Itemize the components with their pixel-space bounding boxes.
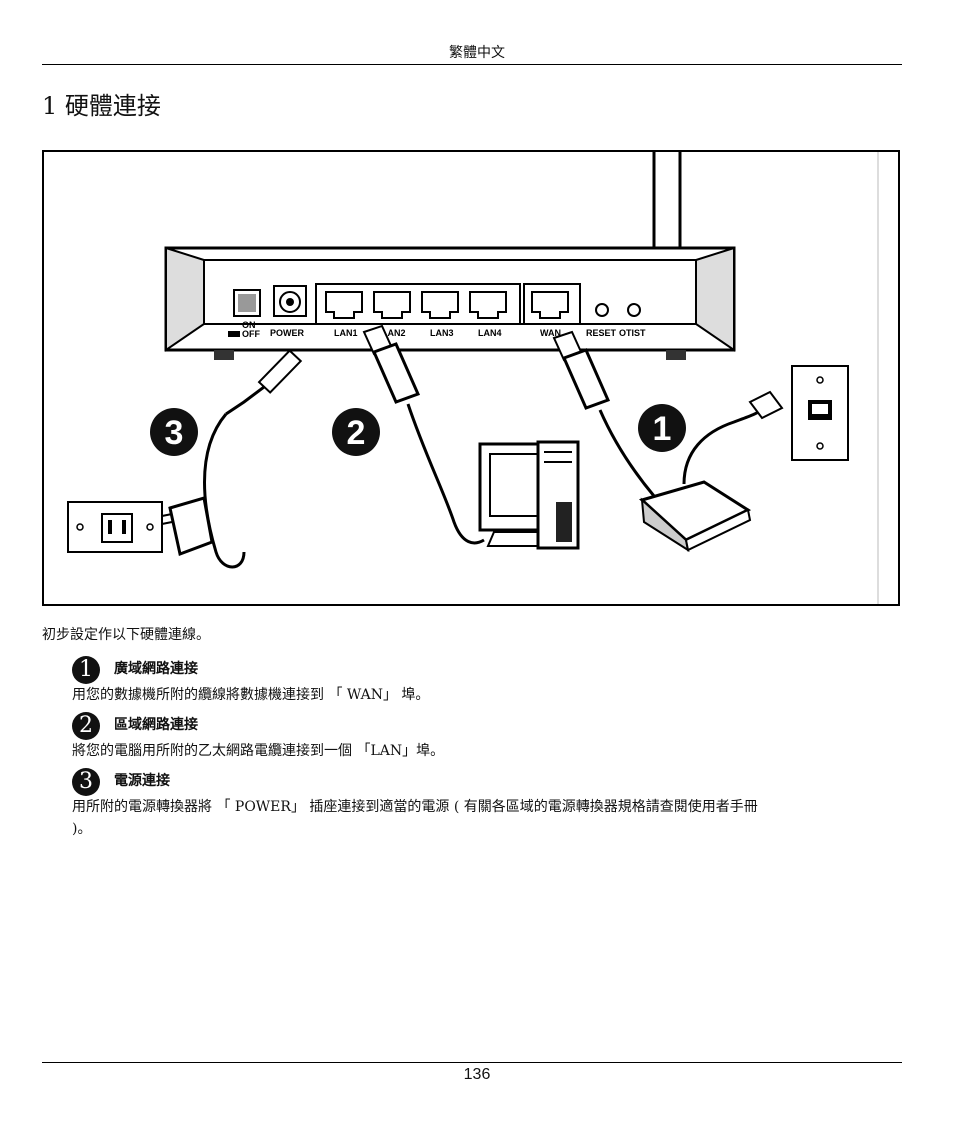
section-title-text: 硬體連接	[64, 92, 161, 120]
switch-label-on: ON	[242, 320, 256, 330]
callout-3: 3	[150, 408, 198, 456]
port-label-lan3: LAN3	[430, 328, 454, 338]
wall-power-outlet	[67, 501, 163, 553]
step-2-badge: 2	[72, 712, 100, 740]
wan-cable	[552, 330, 656, 497]
connection-illustration: ON OFF POWER LAN1 LAN2 LAN3 LAN4 WAN RES…	[67, 152, 879, 604]
footer-rule	[42, 1062, 902, 1063]
callout-1: 1	[638, 404, 686, 452]
port-label-lan4: LAN4	[478, 328, 502, 338]
step-1-body: 用您的數據機所附的纜線將數據機連接到 「 WAN」 埠。	[72, 687, 430, 703]
page-number: 136	[463, 1066, 491, 1083]
reset-button	[595, 303, 609, 317]
otist-button	[627, 303, 641, 317]
router-rear-panel: ON OFF POWER LAN1 LAN2 LAN3 LAN4 WAN RES…	[164, 246, 736, 360]
callout-3-label: 3	[165, 414, 184, 452]
section-number: 1	[42, 92, 58, 120]
hardware-connection-figure: ON OFF POWER LAN1 LAN2 LAN3 LAN4 WAN RES…	[42, 150, 900, 606]
port-label-reset: RESET	[586, 328, 617, 338]
running-header: 繁體中文	[449, 45, 505, 61]
power-cable	[203, 349, 303, 569]
port-label-otist: OTIST	[619, 328, 646, 338]
port-label-wan: WAN	[540, 328, 561, 338]
callout-2: 2	[332, 408, 380, 456]
lan-cable	[362, 324, 485, 545]
step-3-body-continued: )。	[72, 821, 92, 837]
power-adapter	[161, 496, 214, 557]
step-3-title: 電源連接	[114, 773, 170, 789]
step-2-body: 將您的電腦用所附的乙太網路電纜連接到一個 「LAN」埠。	[72, 743, 445, 759]
wan-port	[531, 291, 569, 319]
step-2-title: 區域網路連接	[114, 717, 198, 733]
step-1-title: 廣域網路連接	[114, 661, 198, 677]
phone-cable	[682, 390, 784, 485]
callout-1-label: 1	[653, 410, 672, 448]
port-label-lan1: LAN1	[334, 328, 358, 338]
lan-ports	[325, 291, 507, 319]
port-label-lan2: LAN2	[382, 328, 406, 338]
step-3-body: 用所附的電源轉換器將 「 POWER」 插座連接到適當的電源 ( 有關各區域的電…	[72, 799, 758, 815]
step-3-badge: 3	[72, 768, 100, 796]
computer	[478, 440, 580, 550]
port-label-power: POWER	[270, 328, 305, 338]
phone-wall-jack	[791, 365, 849, 461]
switch-label-off: OFF	[242, 329, 260, 339]
modem	[639, 480, 752, 553]
section-title: 1 硬體連接	[42, 86, 161, 121]
header-rule	[42, 64, 902, 65]
callout-2-label: 2	[347, 414, 366, 452]
intro-text: 初步設定作以下硬體連線。	[42, 627, 210, 643]
step-1-badge: 1	[72, 656, 100, 684]
